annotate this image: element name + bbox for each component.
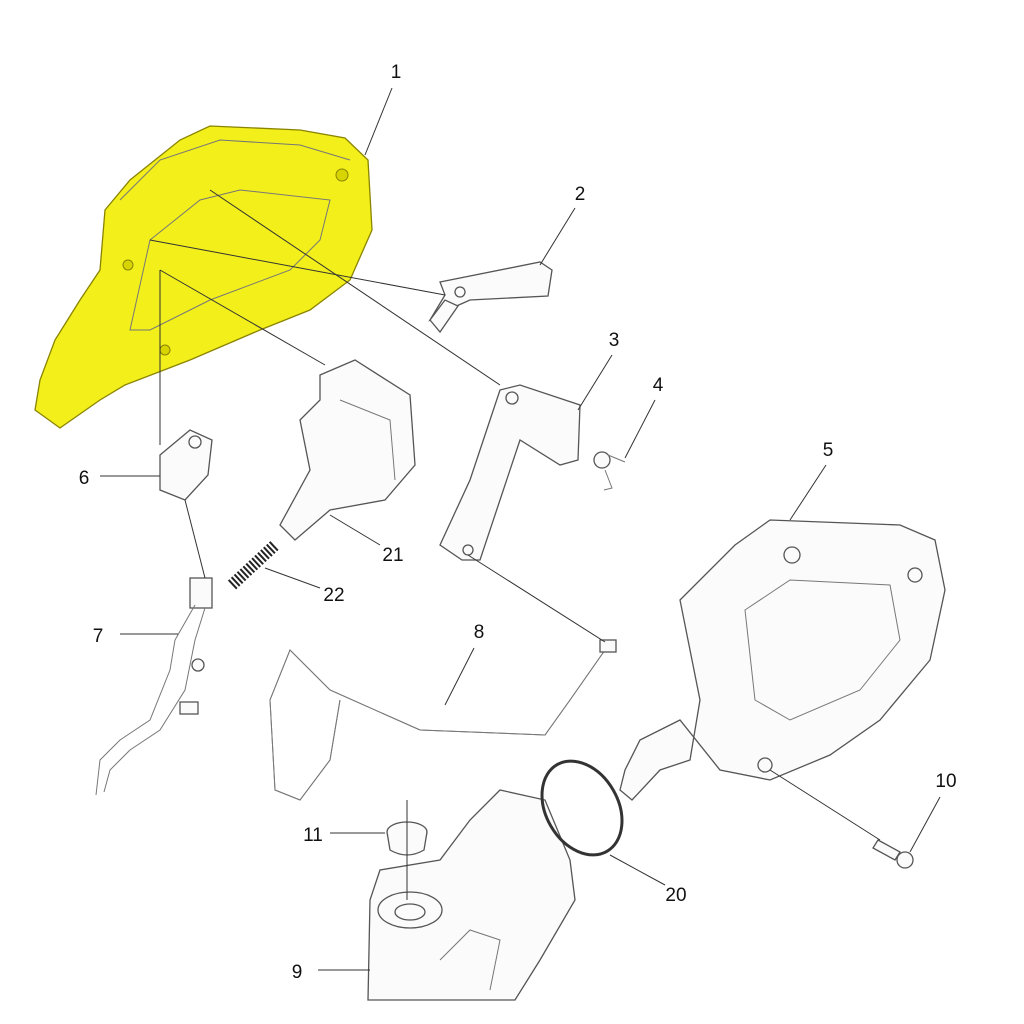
part-21-cover[interactable] <box>279 359 416 541</box>
part-5-handle-housing[interactable] <box>619 519 946 801</box>
label-part-7: 7 <box>93 626 104 647</box>
label-part-8: 8 <box>474 622 485 643</box>
part-4-spring[interactable] <box>593 451 626 491</box>
part-1-rear-handle[interactable] <box>34 125 373 429</box>
label-part-2: 2 <box>575 184 586 205</box>
label-part-20: 20 <box>665 885 686 906</box>
label-part-10: 10 <box>935 771 956 792</box>
label-part-4: 4 <box>653 375 664 396</box>
label-part-3: 3 <box>609 330 620 351</box>
part-9-motor-housing[interactable] <box>367 789 576 1001</box>
label-part-11: 11 <box>303 825 323 846</box>
part-10-screw[interactable] <box>872 839 914 869</box>
leader-lines <box>100 87 941 971</box>
label-part-6: 6 <box>79 468 90 489</box>
part-2-lock-lever[interactable] <box>428 261 553 334</box>
label-part-1: 1 <box>391 62 402 83</box>
part-8-throttle-cable[interactable] <box>269 639 617 801</box>
part-7-wire-harness[interactable] <box>95 577 213 796</box>
part-22-spring[interactable] <box>227 540 280 590</box>
part-labels: 1 2 3 4 5 6 7 8 9 10 11 20 21 22 <box>79 62 957 983</box>
label-part-21: 21 <box>382 545 403 566</box>
label-part-22: 22 <box>323 585 344 606</box>
label-part-9: 9 <box>292 962 303 983</box>
part-20-o-ring[interactable] <box>526 747 638 870</box>
part-3-trigger[interactable] <box>439 384 581 561</box>
part-6-switch[interactable] <box>159 429 213 501</box>
label-part-5: 5 <box>823 440 834 461</box>
